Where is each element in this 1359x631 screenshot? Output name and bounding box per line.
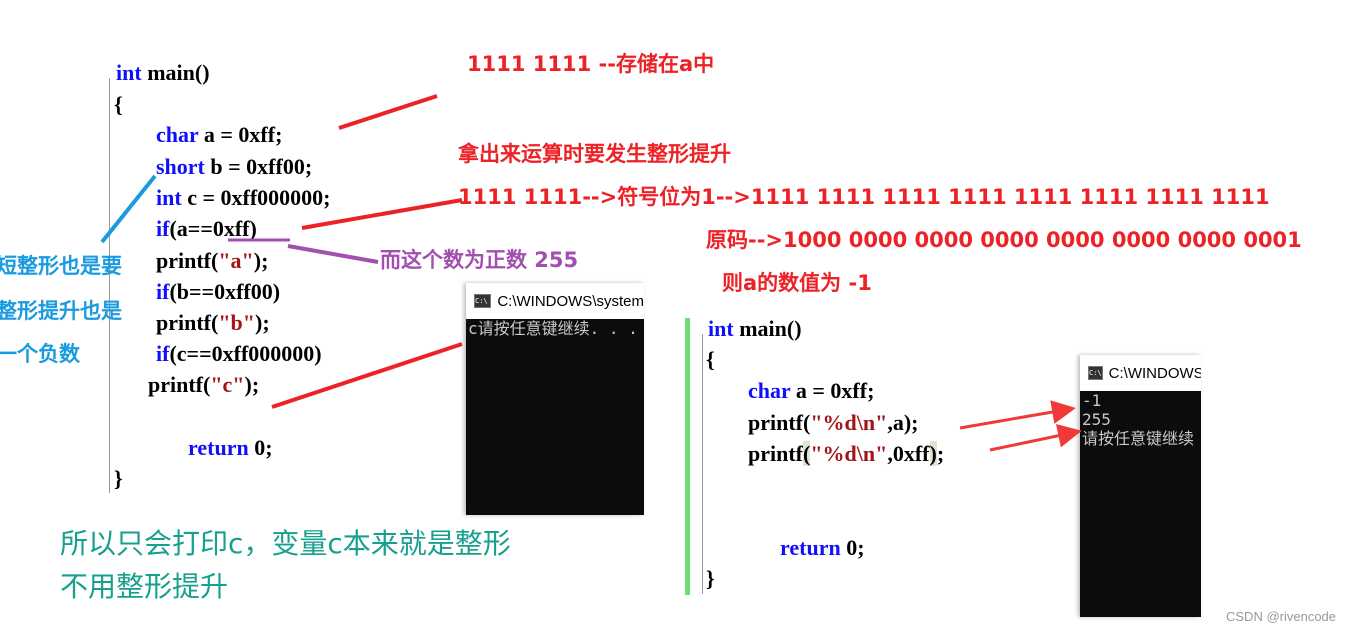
code-line: char a = 0xff; (156, 122, 282, 148)
code-token: printf (748, 441, 803, 466)
left-code-gutter (109, 78, 110, 493)
code-line: return 0; (188, 435, 273, 461)
code-line: printf("a"); (156, 248, 268, 274)
code-string: "b" (218, 310, 255, 335)
code-token: 0; (248, 435, 273, 460)
code-string: "%d\n" (810, 410, 888, 435)
code-token: 0; (840, 535, 865, 560)
code-line: short b = 0xff00; (156, 154, 312, 180)
annotation-short-3: 一个负数 (0, 342, 80, 366)
annotation-original-code: 原码-->1000 0000 0000 0000 0000 0000 0000 … (706, 228, 1302, 252)
console-title-bar[interactable]: C:\ C:\WINDOWS (1080, 355, 1201, 391)
code-token: ); (244, 372, 260, 397)
code-token: { (706, 347, 715, 372)
code-keyword: char (748, 378, 791, 403)
code-keyword: int (708, 316, 734, 341)
arrow-255 (989, 423, 1082, 452)
code-line: if(b==0xff00) (156, 279, 280, 305)
conclusion-line-1: 所以只会打印c，变量c本来就是整形 (60, 527, 511, 560)
code-token: b = 0xff00; (204, 154, 313, 179)
code-string: "%d\n" (810, 441, 888, 466)
code-keyword: if (156, 216, 170, 241)
code-line: if(c==0xff000000) (156, 341, 322, 367)
code-token: } (706, 566, 715, 591)
code-line: int c = 0xff000000; (156, 185, 330, 211)
right-code-gutter (702, 334, 703, 594)
console-window-2: C:\ C:\WINDOWS -1 255 请按任意键继续 (1080, 355, 1201, 617)
cmd-icon: C:\ (474, 294, 492, 308)
code-token: printf( (156, 310, 219, 335)
annotation-sign-extend: 1111 1111-->符号位为1-->1111 1111 1111 1111 … (458, 185, 1270, 209)
code-token: ); (253, 248, 269, 273)
code-line: printf("c"); (148, 372, 259, 398)
annotation-short-1: 短整形也是要 (0, 254, 122, 278)
code-token: ,a); (887, 410, 919, 435)
code-line: { (114, 92, 123, 118)
code-keyword: char (156, 122, 199, 147)
conclusion-line-2: 不用整形提升 (60, 570, 229, 603)
pointer-line-positive (287, 244, 379, 264)
console-title: C:\WINDOWS (1108, 364, 1201, 382)
code-string: "a" (218, 248, 254, 273)
code-keyword: if (156, 279, 170, 304)
code-keyword: int (156, 185, 182, 210)
code-line: printf("%d\n",0xff); (748, 441, 944, 467)
code-line: } (706, 566, 715, 592)
code-token: { (114, 92, 123, 117)
code-token: } (114, 466, 123, 491)
code-token: main() (733, 316, 802, 341)
code-token: printf( (156, 248, 219, 273)
console-output: -1 255 请按任意键继续 (1082, 391, 1195, 448)
code-keyword: if (156, 341, 170, 366)
code-token: a = 0xff; (198, 122, 283, 147)
annotation-value: 则a的数值为 -1 (722, 271, 872, 295)
code-token: ,0xff (887, 441, 930, 466)
code-line: printf("%d\n",a); (748, 410, 919, 436)
code-token: ( (803, 441, 811, 466)
code-line: int main() (708, 316, 802, 342)
code-token: (a==0xff) (169, 216, 257, 241)
code-token: printf( (148, 372, 211, 397)
code-string: "c" (210, 372, 245, 397)
code-line: } (114, 466, 123, 492)
code-token: printf( (748, 410, 811, 435)
code-token: c = 0xff000000; (181, 185, 331, 210)
code-token: main() (141, 60, 210, 85)
code-line: printf("b"); (156, 310, 270, 336)
annotation-positive: 而这个数为正数 255 (380, 248, 579, 272)
pointer-line-stored (338, 94, 438, 130)
code-token: ) (929, 441, 937, 466)
console-window-1: C:\ C:\WINDOWS\system c请按任意键继续. . . (466, 283, 644, 515)
code-keyword: short (156, 154, 205, 179)
code-line: return 0; (780, 535, 865, 561)
code-line: int main() (116, 60, 210, 86)
watermark: CSDN @rivencode (1226, 609, 1337, 624)
code-line: if(a==0xff) (156, 216, 257, 242)
code-line: { (706, 347, 715, 373)
console-title: C:\WINDOWS\system (497, 292, 644, 310)
code-token: (c==0xff000000) (169, 341, 322, 366)
code-token: a = 0xff; (790, 378, 875, 403)
code-token: (b==0xff00) (169, 279, 281, 304)
console-title-bar[interactable]: C:\ C:\WINDOWS\system (466, 283, 644, 319)
change-bar (685, 318, 690, 595)
code-keyword: int (116, 60, 142, 85)
code-line: char a = 0xff; (748, 378, 874, 404)
console-output: c请按任意键继续. . . (468, 319, 638, 338)
code-keyword: return (780, 535, 841, 560)
cmd-icon: C:\ (1088, 366, 1103, 380)
code-keyword: return (188, 435, 249, 460)
annotation-short-2: 整形提升也是 (0, 299, 122, 323)
code-token: ); (255, 310, 270, 335)
annotation-promotion: 拿出来运算时要发生整形提升 (458, 142, 731, 166)
arrow-minus-one (959, 400, 1076, 430)
annotation-stored: 1111 1111 --存储在a中 (467, 52, 715, 76)
code-token: ; (936, 441, 945, 466)
